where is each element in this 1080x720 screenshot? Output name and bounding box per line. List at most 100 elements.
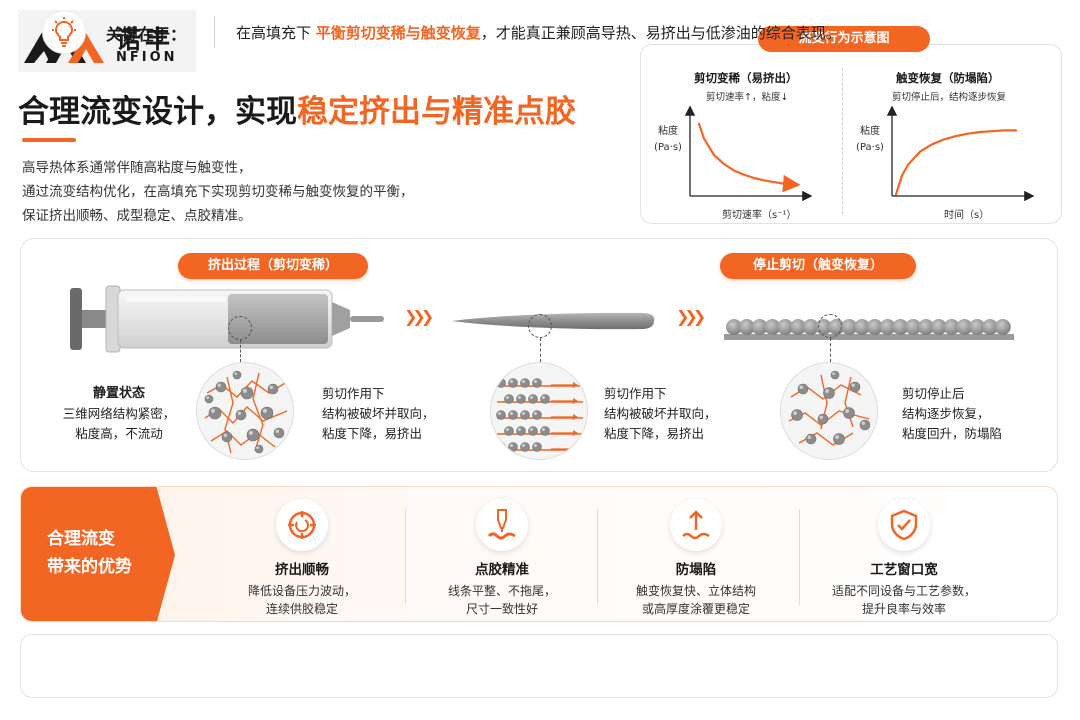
advantage-desc-line: 连续供胶稳定 [265,602,338,616]
shield-check-icon [878,499,930,551]
recovering-structure-zoom [780,362,878,460]
chart2-xlabel: 时间（s） [944,210,990,221]
title-part1: 合理流变设计，实现 [18,94,297,130]
filler-particle [833,433,845,445]
filler-particle [260,406,274,420]
chart1-ylabel-line1: 粘度 [658,126,678,137]
zoom-connector [540,338,541,362]
stage-line: 结构逐步恢复， [902,406,990,421]
stage-rest-text: 静置状态 三维网络结构紧密， 粘度高，不流动 [56,384,182,444]
flow-arrowhead [573,382,578,388]
bead-sphere [918,319,934,335]
particle-highlight [275,429,279,433]
bead-sphere [764,319,781,335]
particle-highlight [835,435,839,439]
polymer-chain [210,430,276,448]
stage-shear-text: 剪切作用下 结构被破坏并取向， 粘度下降，易挤出 [322,384,435,444]
filler-particle [520,410,530,420]
particle-highlight [256,446,259,449]
filler-particle [843,407,855,419]
stage-title: 剪切停止后 [902,386,965,401]
bead-sphere [802,319,819,335]
particle-highlight [799,385,803,389]
advantage-desc-line: 降低设备压力波动， [247,584,356,598]
advantage-title: 防塌陷 [675,562,717,578]
filler-particle [797,383,809,395]
particle-highlight [223,433,227,437]
zoom-marker [228,316,252,340]
stage-line: 结构被破坏并取向， [604,406,717,421]
chevron-right-icon: ❯❯❯ [404,307,434,326]
filler-particle [273,427,285,439]
stage-line: 粘度下降，易挤出 [322,426,423,441]
particle-highlight [541,427,545,431]
particle-highlight [505,427,509,431]
flow-arrowhead [573,398,578,404]
filler-particle [235,409,247,421]
key-label: 关键在于： [106,25,187,44]
bead-sphere [751,319,768,335]
bead-sphere [982,319,998,335]
extrusion-process-badge: 挤出过程（剪切变稀） [178,253,368,279]
filler-particle [232,370,242,380]
aligned-structure-zoom [490,362,588,460]
chart2-ylabel: 粘度 (Pa·s) [850,124,890,156]
filler-particle [528,394,538,404]
particle-highlight [533,443,537,447]
filler-particle [504,394,514,404]
filler-particle [508,442,518,452]
particle-highlight [851,383,855,387]
c2-series-line [894,129,1018,196]
flow-arrowhead [573,430,578,436]
c1-series-line [697,122,801,193]
chart1-title: 剪切变稀（易挤出） [694,71,798,85]
advantage-title: 工艺窗口宽 [870,562,938,578]
chevron-right-icon: ❯❯❯ [676,307,706,326]
particle-highlight [517,427,521,431]
shear-thinning-chart [684,106,812,202]
filler-particle [849,381,861,393]
chart2-ylabel-line1: 粘度 [860,126,880,137]
filler-particle [540,426,550,436]
advantages-label-line: 合理流变 [47,529,115,549]
chart2-subtitle: 剪切停止后，结构逐步恢复 [892,92,1007,103]
syringe-illustration [70,285,384,353]
particle-highlight [234,372,237,375]
particle-highlight [533,379,537,383]
filler-particle [496,410,506,420]
particle-highlight [206,396,209,399]
advantages-label: 合理流变 带来的优势 [21,487,175,621]
anti-slump-icon [670,499,722,551]
particle-highlight [217,383,221,387]
particle-highlight [825,389,829,393]
chart1-subtitle: 剪切速率↑，粘度↓ [706,92,789,103]
dispensed-bead-illustration [724,319,1014,340]
bead-sphere [905,319,922,335]
filler-particle [817,413,829,425]
bead-sphere [994,319,1011,335]
particle-highlight [529,427,533,431]
advantages-label-line: 带来的优势 [47,557,132,577]
brand-logo: 诺丰 NFION [18,10,196,72]
advantage-desc: 线条平整、不拖尾， 尺寸一致性好 [407,582,597,618]
particle-highlight [533,411,537,415]
bead-sphere [790,319,806,335]
advantage-desc-line: 或高厚度涂覆更稳定 [641,602,750,616]
particle-highlight [521,411,525,415]
chart2-title: 触变恢复（防塌陷） [896,71,1000,85]
particle-highlight [845,409,849,413]
zoom-marker [818,314,842,338]
dispense-needle-icon [476,499,528,551]
chart1-xlabel: 剪切速率（s⁻¹） [722,210,797,221]
advantage-desc-line: 触变恢复快、立体结构 [635,584,756,598]
key-text-after: ，才能真正兼顾高导热、易挤出与低渗油的综合表现。 [480,24,841,42]
particle-highlight [517,395,521,399]
advantage-desc-line: 提升良率与效率 [861,602,946,616]
filler-particle [508,410,518,420]
filler-particle [823,387,835,399]
network-structure-zoom [196,362,294,460]
advantage-desc: 触变恢复快、立体结构 或高厚度涂覆更稳定 [601,582,791,618]
particle-highlight [541,395,545,399]
filler-particle [520,378,530,388]
particle-highlight [509,379,513,383]
